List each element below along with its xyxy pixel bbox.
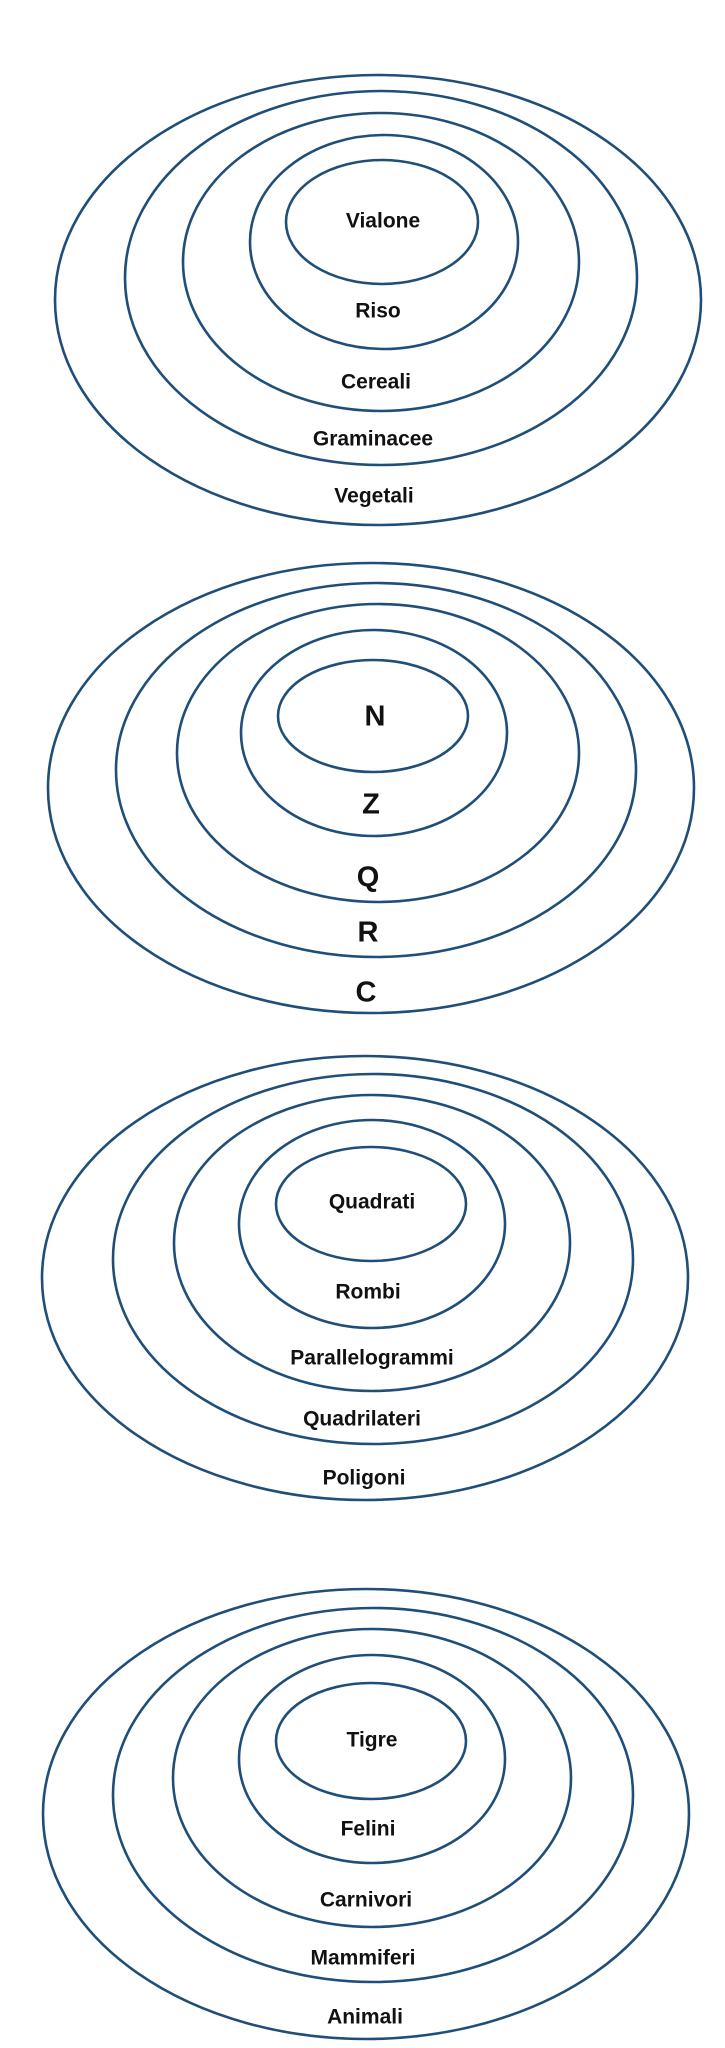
ring-c [46,561,696,1015]
ring-q [175,602,581,904]
label-parallelogrammi: Parallelogrammi [290,1347,453,1370]
label-mammiferi: Mammiferi [310,1947,415,1970]
ring-graminacee [123,89,639,467]
label-rombi: Rombi [335,1281,400,1304]
label-carnivori: Carnivori [320,1889,412,1912]
label-graminacee: Graminacee [313,428,433,451]
ring-carnivori [171,1627,573,1929]
label-c: C [356,977,377,1009]
ring-n [276,658,470,774]
euler-diagram-number-sets: N Z Q R C [46,561,696,1015]
label-quadrati: Quadrati [329,1191,415,1214]
ring-r [114,581,638,959]
label-r: R [358,917,379,949]
ring-riso [248,133,520,351]
label-vialone: Vialone [346,210,420,233]
ring-tigre [274,1681,468,1801]
ring-vegetali [53,73,703,527]
label-n: N [365,701,386,733]
ring-rombi [237,1118,507,1330]
label-riso: Riso [355,300,401,323]
euler-diagram-rice: Vialone Riso Cereali Graminacee Vegetali [53,73,703,527]
ring-vialone [284,158,480,286]
euler-diagram-quadrilaterals: Quadrati Rombi Parallelogrammi Quadrilat… [40,1054,690,1502]
ring-cereali [181,111,581,413]
label-quadrilateri: Quadrilateri [303,1408,421,1431]
label-z: Z [362,789,380,821]
ring-poligoni [40,1054,690,1502]
label-poligoni: Poligoni [323,1467,406,1490]
ring-z [239,628,509,838]
ring-mammiferi [111,1606,635,1984]
ring-parallelogrammi [172,1093,572,1393]
euler-diagram-animals: Tigre Felini Carnivori Mammiferi Animali [41,1587,691,2041]
ring-felini [237,1653,507,1865]
label-tigre: Tigre [347,1729,398,1752]
ring-quadrati [274,1145,468,1263]
label-vegetali: Vegetali [334,485,413,508]
label-felini: Felini [341,1818,396,1841]
label-cereali: Cereali [341,371,411,394]
label-q: Q [357,862,380,894]
label-animali: Animali [327,2006,403,2029]
ring-animali [41,1587,691,2041]
ring-quadrilateri [111,1072,635,1446]
